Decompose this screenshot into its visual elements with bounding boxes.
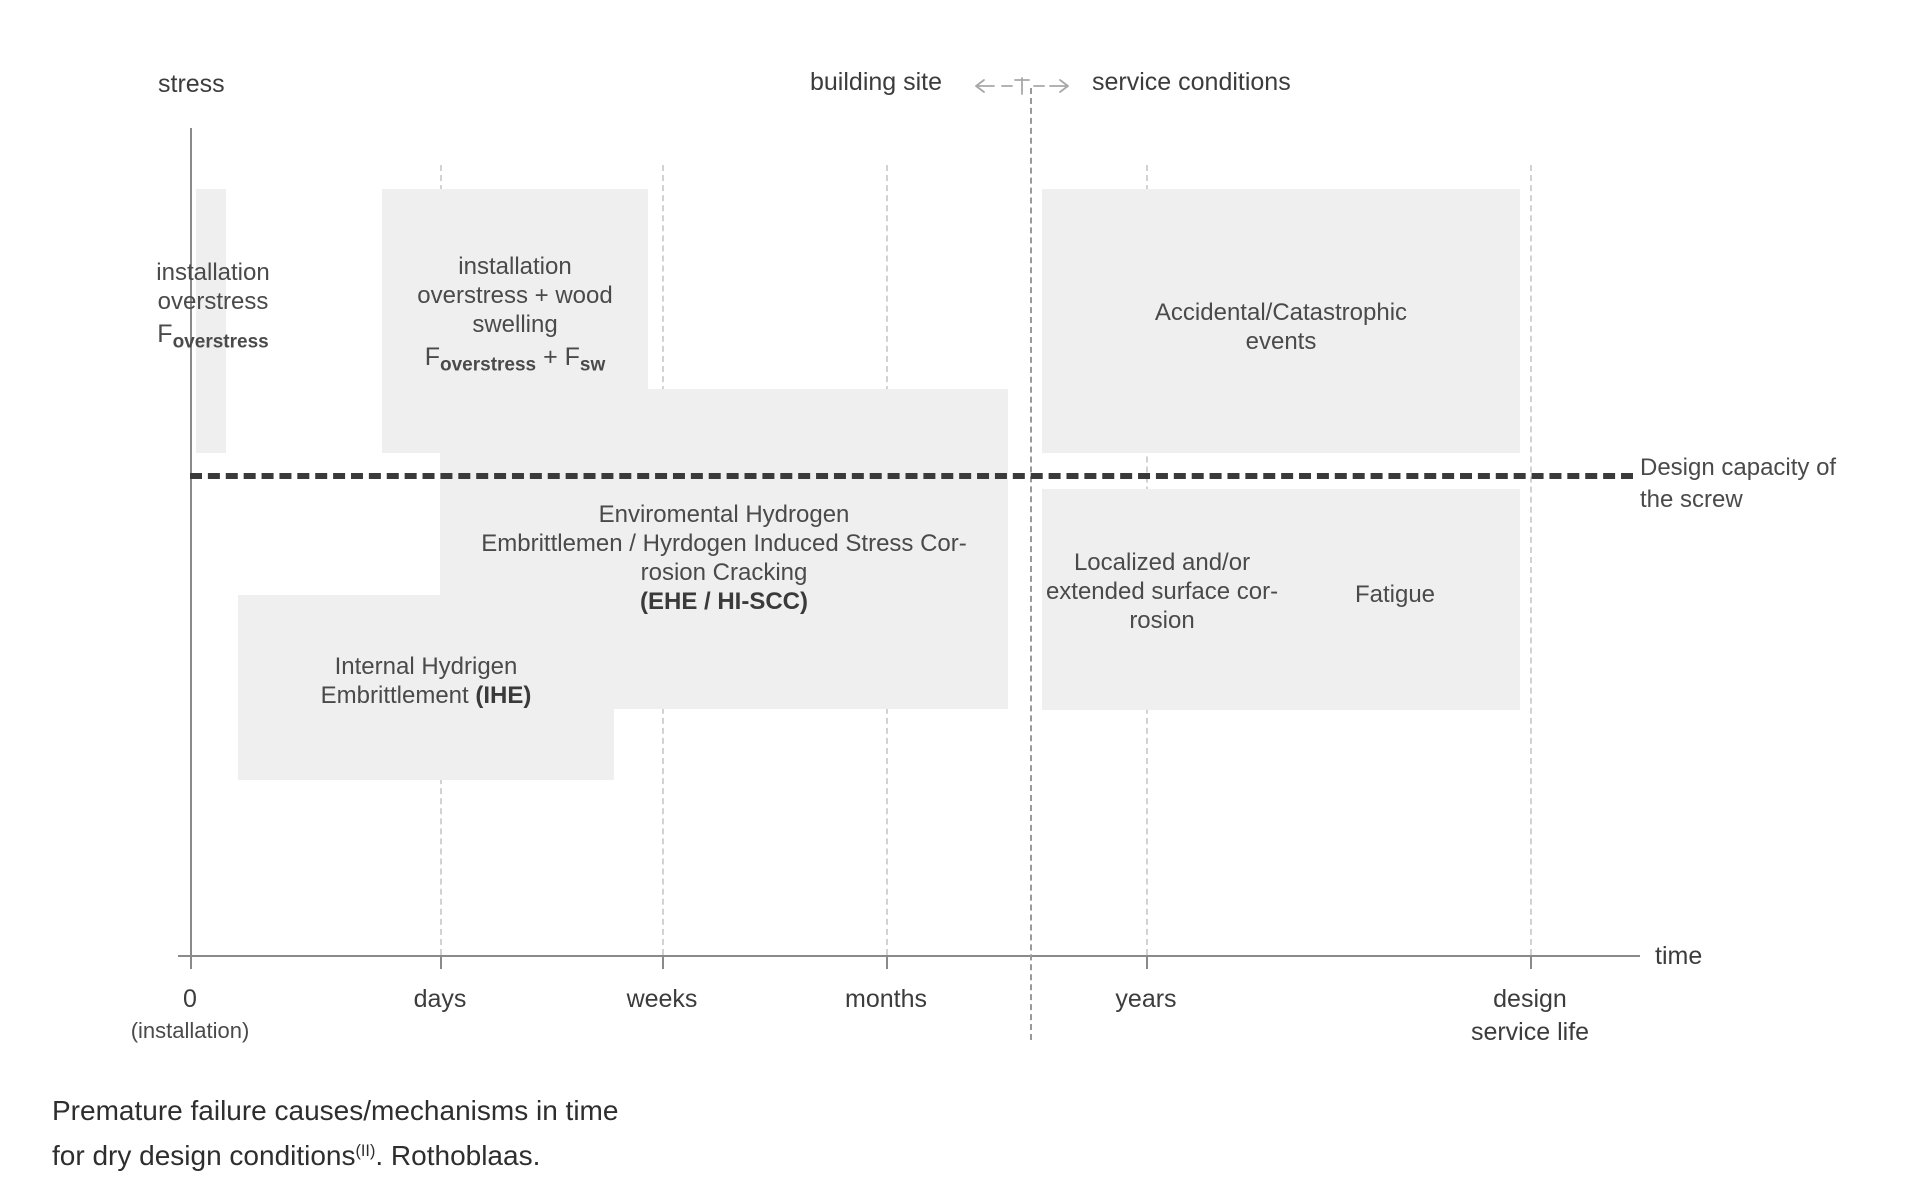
design-capacity-line-2: the screw [1640, 486, 1743, 513]
tick-sublabel-service-life: service life [1470, 1018, 1590, 1046]
block-internal-hydrogen-embrittlement [238, 595, 614, 780]
block-fatigue [1270, 489, 1520, 710]
tick-label-days-text: days [413, 985, 467, 1013]
caption-line-1: Premature failure causes/mechanisms in t… [52, 1095, 619, 1126]
caption-line-2-pre: for dry design conditions [52, 1139, 356, 1171]
phase-label-service-conditions: service conditions [1092, 68, 1291, 96]
tick-days [440, 955, 442, 969]
tick-design-service-life [1530, 955, 1532, 969]
tick-years [1146, 955, 1148, 969]
phase-divider-line [1030, 88, 1032, 1040]
tick-label-design-service-life: design service life [1430, 985, 1630, 1047]
tick-sublabel-installation: (installation) [130, 1018, 250, 1043]
bidirectional-arrow-divider-icon [972, 72, 1072, 98]
tick-0 [190, 955, 192, 969]
design-capacity-line-1: Design capacity of [1640, 454, 1837, 481]
tick-label-0-text: 0 [183, 985, 197, 1013]
tick-label-design-text: design [1493, 985, 1567, 1013]
figure-caption: Premature failure causes/mechanisms in t… [52, 1090, 952, 1176]
tick-label-years-text: years [1115, 985, 1177, 1013]
caption-line-2: for dry design conditions(II). Rothoblaa… [52, 1131, 952, 1176]
caption-footnote-marker: (II) [355, 1142, 376, 1160]
tick-label-weeks-text: weeks [626, 985, 698, 1013]
x-axis-label: time [1655, 942, 1703, 970]
tick-label-months: months [786, 985, 986, 1014]
tick-label-months-text: months [845, 985, 927, 1013]
tick-label-days: days [340, 985, 540, 1014]
tick-label-0: 0 (installation) [90, 985, 290, 1044]
gridline-design-service-life [1530, 165, 1532, 955]
tick-label-years: years [1046, 985, 1246, 1014]
tick-months [886, 955, 888, 969]
design-capacity-label: Design capacity of the screw [1640, 452, 1890, 516]
block-installation-overstress [196, 189, 226, 453]
caption-line-2-post: . Rothoblaas. [375, 1139, 541, 1171]
phase-label-building-site: building site [810, 68, 943, 96]
design-capacity-threshold-line [190, 473, 1633, 479]
y-axis-line [190, 128, 192, 956]
formula-F: F [157, 320, 173, 348]
block-accidental-catastrophic-events [1042, 189, 1520, 453]
tick-label-weeks: weeks [562, 985, 762, 1014]
x-axis-line [178, 955, 1640, 957]
tick-weeks [662, 955, 664, 969]
y-axis-label: stress [158, 70, 225, 98]
block-overstress-wood-swelling-extension [440, 389, 1008, 489]
